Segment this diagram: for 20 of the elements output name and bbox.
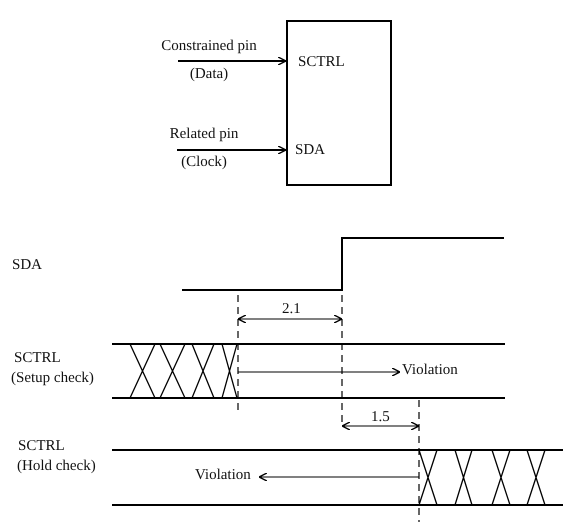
pin-label: (Data)	[190, 66, 228, 82]
block-box	[286, 20, 392, 186]
signal-name: SCTRL	[14, 351, 61, 366]
violation-label: Violation	[402, 363, 468, 381]
arrow	[238, 367, 401, 377]
pin-label: Constrained pin	[161, 38, 257, 54]
signal-name: SDA	[12, 258, 42, 273]
signal-name: (Setup check)	[11, 371, 94, 386]
signal-name: SCTRL	[18, 439, 65, 454]
signal-name: (Hold check)	[17, 459, 96, 474]
violation-label: Violation	[195, 468, 257, 486]
pin-label: Related pin	[170, 126, 238, 142]
pin-name: SCTRL	[298, 55, 345, 70]
pin-name: SDA	[295, 143, 326, 158]
arrow	[178, 56, 287, 66]
dimension-value: 1.5	[371, 410, 390, 425]
arrow	[258, 472, 420, 482]
arrow	[177, 145, 287, 155]
dimension-value: 2.1	[282, 302, 301, 317]
pin-label: (Clock)	[181, 154, 227, 170]
